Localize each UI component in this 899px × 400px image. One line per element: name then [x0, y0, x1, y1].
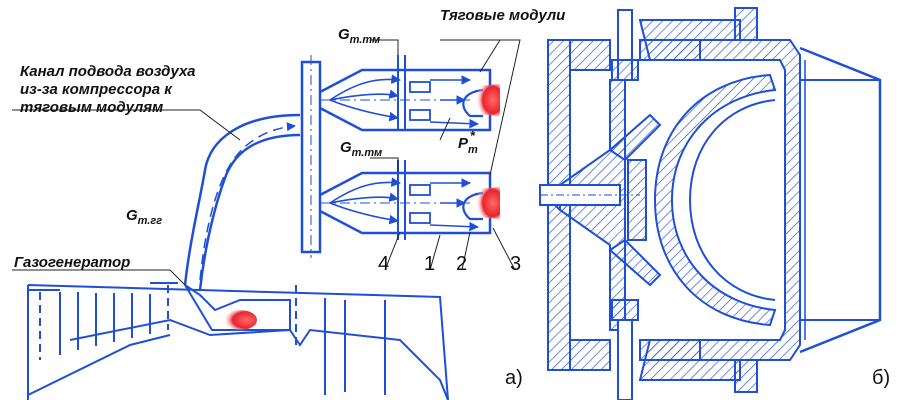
- callout-4: 4: [378, 253, 389, 275]
- leader-lines: [12, 39, 521, 286]
- label-p-m: Pm*: [458, 128, 478, 156]
- label-air-channel-line1: Канал подвода воздуха: [20, 63, 195, 80]
- gas-generator-flame: [223, 310, 257, 330]
- traction-module-top: [319, 55, 500, 132]
- label-g-ttm-top: Gт.тм: [338, 26, 380, 46]
- callout-3: 3: [510, 253, 521, 275]
- label-g-ttm-bottom: Gт.тм: [340, 139, 382, 159]
- panel-letter-b: б): [872, 367, 890, 389]
- panel-b: б): [539, 7, 890, 400]
- air-supply-channel: [183, 55, 322, 291]
- callout-2: 2: [456, 253, 467, 275]
- callout-1: 1: [424, 253, 435, 275]
- traction-module-bottom: [319, 160, 500, 240]
- panel-a: Тяговые модули Канал подвода воздуха из-…: [12, 7, 565, 400]
- label-gas-generator: Газогенератор: [14, 254, 130, 271]
- outer-shell: [639, 39, 801, 361]
- panel-letter-a: а): [505, 367, 523, 389]
- label-traction-modules: Тяговые модули: [440, 7, 565, 24]
- spherical-liner: [653, 73, 777, 327]
- injector-stem-bottom: [617, 319, 633, 400]
- label-air-channel-line2: из-за компрессора к: [20, 81, 173, 98]
- label-g-tgg: Gт.гг: [126, 207, 162, 227]
- gas-generator-body: [27, 282, 449, 400]
- label-air-channel-line3: тяговым модулям: [20, 99, 163, 116]
